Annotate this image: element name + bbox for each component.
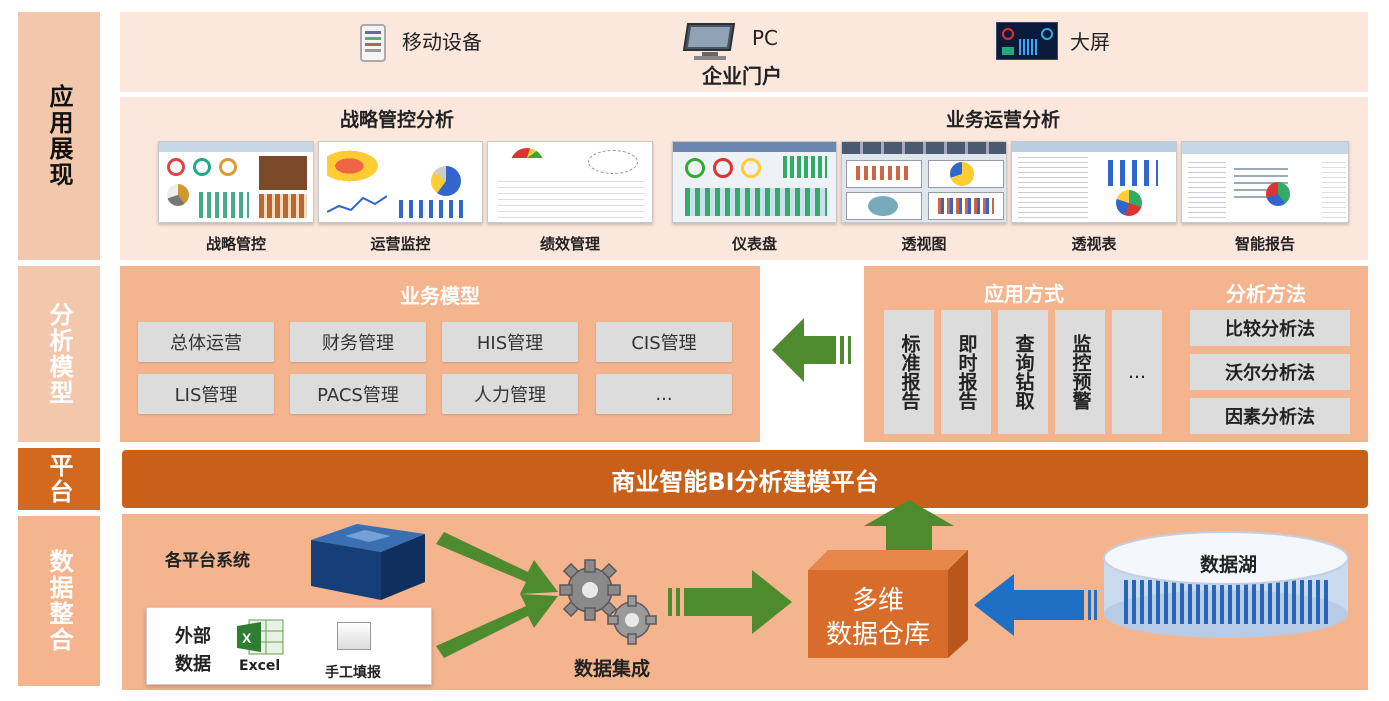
converge-arrows-icon [436, 532, 558, 658]
arrow-left-green-icon [772, 318, 851, 382]
model-item-lis[interactable]: LIS管理 [138, 374, 274, 414]
method-comparison[interactable]: 比较分析法 [1190, 310, 1350, 346]
thumbnail-operation-monitor [318, 141, 483, 223]
channel-portal: 企业门户 [702, 64, 782, 88]
mode-item-standard-report[interactable]: 标准报告 [884, 310, 934, 434]
layer-label-presentation-text: 应用展现 [45, 84, 73, 188]
manual-form-icon [337, 622, 371, 650]
external-label-2: 数据 [175, 654, 211, 675]
arrow-right-green-icon [668, 570, 792, 634]
model-item-hr[interactable]: 人力管理 [442, 374, 578, 414]
application-mode-title: 应用方式 [984, 282, 1064, 306]
thumbnail-dashboard [672, 141, 837, 223]
thumbnail-caption-1: 战略管控 [205, 235, 266, 253]
warehouse-label-1: 多维 [851, 586, 904, 616]
thumbnail-pivot-chart [841, 141, 1007, 223]
layer-label-model: 分析模型 [18, 266, 100, 442]
systems-label: 各平台系统 [165, 551, 250, 571]
mode-item-instant-report-label: 即时报告 [955, 334, 978, 410]
business-analysis-title: 业务运营分析 [946, 109, 1061, 131]
thumbnail-caption-4: 仪表盘 [731, 235, 777, 253]
layer-label-platform: 平台 [18, 448, 100, 510]
platform-systems-cube-icon [311, 524, 425, 600]
layer-label-platform-text: 平台 [45, 453, 73, 505]
mode-item-monitor-alert-label: 监控预警 [1069, 334, 1092, 410]
thumbnail-strategic-control [158, 141, 314, 223]
thumbnail-caption-3: 绩效管理 [539, 235, 600, 253]
thumbnail-caption-6: 透视表 [1071, 235, 1117, 253]
channel-screen: 大屏 [1070, 30, 1110, 54]
mode-item-query-drill-label: 查询钻取 [1012, 334, 1035, 410]
thumbnail-caption-2: 运营监控 [370, 235, 431, 253]
platform-bar: 商业智能BI分析建模平台 [122, 450, 1368, 508]
method-wall[interactable]: 沃尔分析法 [1190, 354, 1350, 390]
analysis-method-title: 分析方法 [1226, 282, 1306, 306]
data-lake-cylinder-icon [1103, 531, 1349, 638]
excel-icon: X [237, 619, 284, 655]
data-lake-label: 数据湖 [1200, 554, 1258, 576]
thumbnail-caption-5: 透视图 [901, 235, 947, 253]
thumbnail-caption-7: 智能报告 [1234, 235, 1295, 253]
strategic-analysis-title: 战略管控分析 [340, 109, 455, 131]
mode-item-more[interactable]: ... [1112, 310, 1162, 434]
layer-label-presentation: 应用展现 [18, 12, 100, 260]
mode-item-standard-report-label: 标准报告 [898, 334, 921, 410]
manual-label: 手工填报 [325, 665, 381, 681]
channel-bar: 移动设备 PC 企业门户 大屏 [120, 12, 1368, 92]
model-item-more[interactable]: ... [596, 374, 732, 414]
integration-label: 数据集成 [574, 658, 651, 680]
mode-item-monitor-alert[interactable]: 监控预警 [1055, 310, 1105, 434]
layer-label-data: 数据整合 [18, 516, 100, 686]
mobile-device-icon [360, 24, 386, 62]
channel-pc: PC [752, 26, 779, 50]
model-item-his[interactable]: HIS管理 [442, 322, 578, 362]
gears-icon [559, 559, 657, 645]
pc-monitor-icon [682, 22, 738, 62]
mode-item-query-drill[interactable]: 查询钻取 [998, 310, 1048, 434]
model-item-overall[interactable]: 总体运营 [138, 322, 274, 362]
arrow-left-blue-icon [974, 574, 1097, 636]
layer-label-data-text: 数据整合 [45, 549, 73, 653]
external-data-box: 外部 数据 X Excel 手工填报 [146, 607, 432, 685]
arrow-up-green-icon [864, 500, 954, 550]
model-item-finance[interactable]: 财务管理 [290, 322, 426, 362]
external-label-1: 外部 [175, 626, 211, 647]
business-model-title: 业务模型 [400, 284, 480, 308]
thumbnail-pivot-table [1011, 141, 1177, 223]
mode-item-instant-report[interactable]: 即时报告 [941, 310, 991, 434]
svg-text:X: X [242, 630, 252, 646]
thumbnail-performance [487, 141, 653, 223]
data-warehouse-box-icon [808, 550, 968, 658]
model-item-pacs[interactable]: PACS管理 [290, 374, 426, 414]
warehouse-label-2: 数据仓库 [825, 620, 930, 650]
excel-label: Excel [239, 658, 281, 674]
model-item-cis[interactable]: CIS管理 [596, 322, 732, 362]
method-factor[interactable]: 因素分析法 [1190, 398, 1350, 434]
thumbnail-smart-report [1181, 141, 1349, 223]
big-screen-icon [996, 22, 1058, 60]
layer-label-model-text: 分析模型 [45, 302, 73, 406]
channel-mobile: 移动设备 [402, 30, 482, 54]
